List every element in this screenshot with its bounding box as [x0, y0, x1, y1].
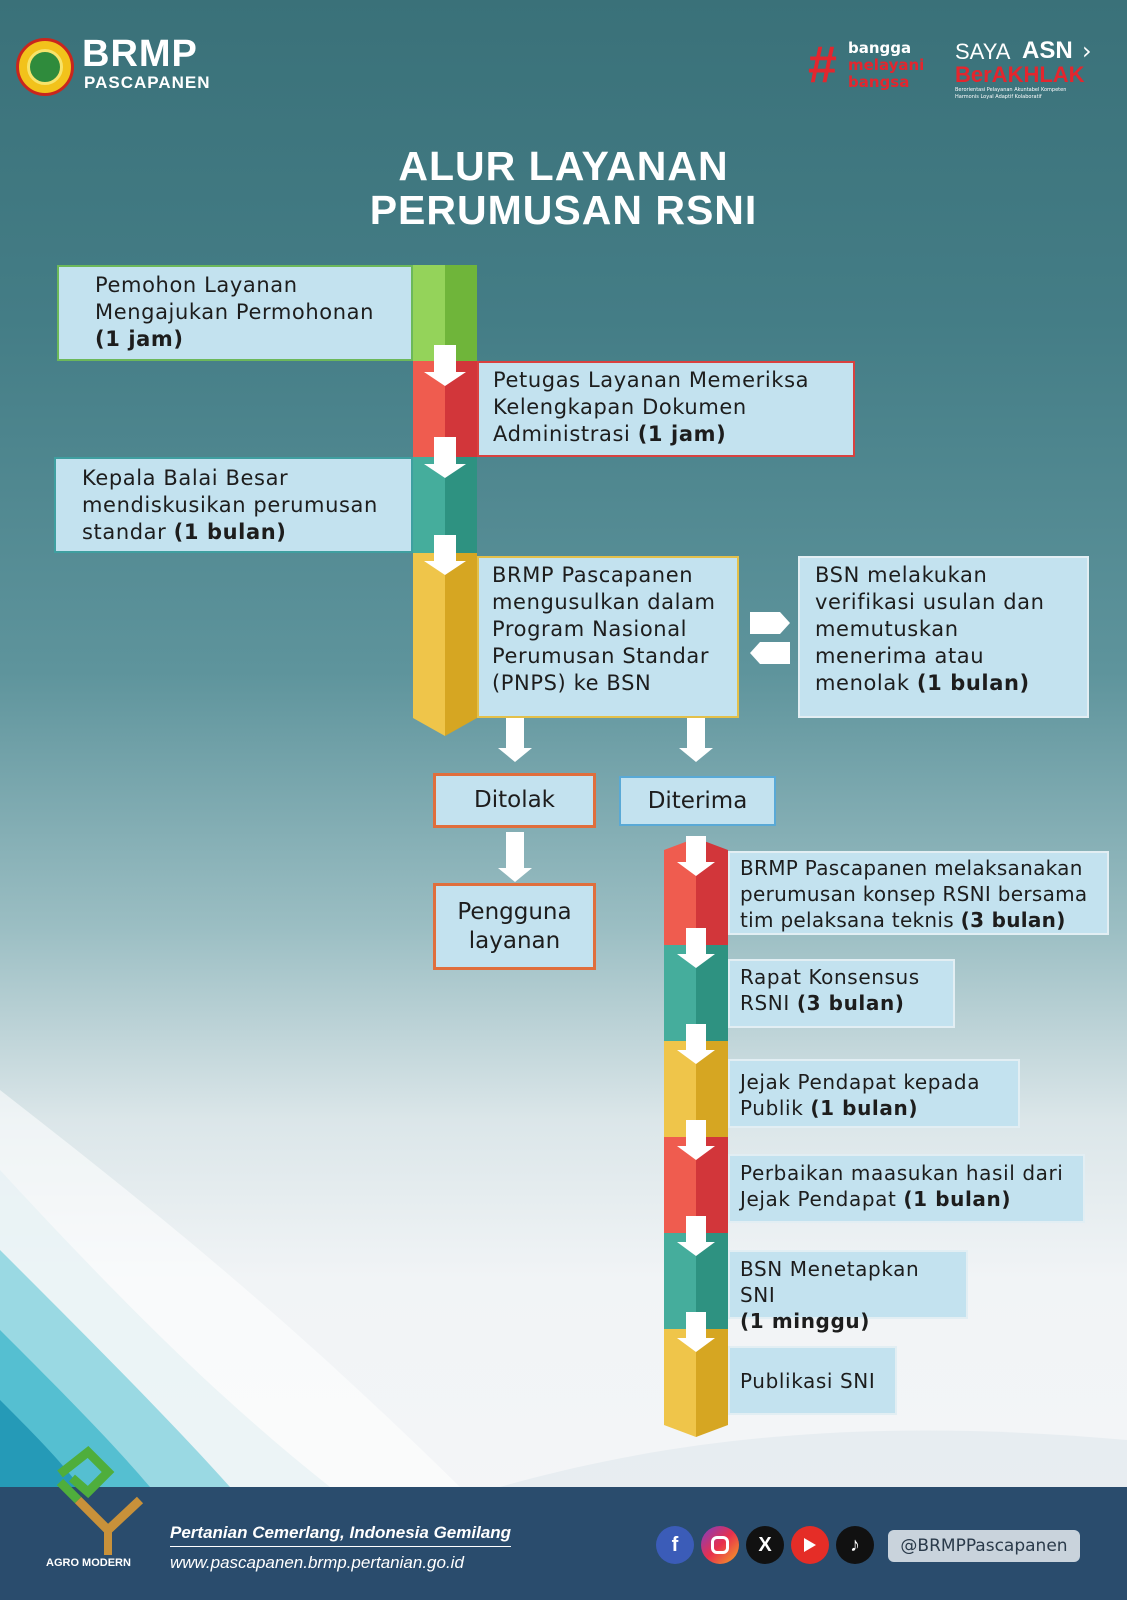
step-2-duration: (1 jam): [637, 422, 727, 446]
step-box-3: Kepala Balai Besar mendiskusikan perumus…: [54, 457, 413, 553]
rejected-box: Ditolak: [433, 773, 596, 828]
page-title-line-1: ALUR LAYANAN: [398, 143, 729, 189]
step2-5-duration: (1 minggu): [740, 1309, 870, 1333]
tiktok-icon[interactable]: ♪: [836, 1526, 874, 1564]
bsn-verification-duration: (1 bulan): [916, 671, 1030, 695]
step2-box-5: BSN Menetapkan SNI (1 minggu): [728, 1250, 968, 1333]
emblem-icon: [27, 49, 63, 85]
step2-box-3: Jejak Pendapat kepada Publik (1 bulan): [728, 1059, 1020, 1128]
step2-box-4: Perbaikan maasukan hasil dari Jejak Pend…: [728, 1154, 1085, 1223]
step-3-duration: (1 bulan): [173, 520, 287, 544]
column-segment-green: [413, 265, 477, 361]
step-1-duration: (1 jam): [95, 327, 184, 351]
bangga-line-2: melayani: [848, 56, 925, 74]
asn-prefix: SAYA: [955, 39, 1011, 64]
step2-box-1: BRMP Pascapanen melaksanakan perumusan k…: [728, 851, 1109, 935]
logo-name: BRMP: [82, 33, 198, 75]
berakhlak-small-2: Harmonis Loyal Adaptif Kolaboratif: [955, 94, 1042, 100]
step2-box-6: Publikasi SNI: [728, 1346, 897, 1415]
berakhlak-small-1: Berorientasi Pelayanan Akuntabel Kompete…: [955, 87, 1067, 93]
step2-2-duration: (3 bulan): [796, 991, 905, 1015]
bsn-verification-box: BSN melakukan verifikasi usulan dan memu…: [798, 556, 1089, 718]
step-box-1: Pemohon Layanan Mengajukan Permohonan (1…: [57, 265, 413, 361]
step2-1-duration: (3 bulan): [960, 908, 1066, 932]
logo-subtitle: PASCAPANEN: [84, 73, 211, 92]
social-handle: @BRMPPascapanen: [900, 1536, 1068, 1556]
step2-3-text: Jejak Pendapat kepada Publik: [740, 1070, 981, 1120]
service-user-label: Pengguna layanan: [457, 898, 572, 954]
footer-website: www.pascapanen.brmp.pertanian.go.id: [170, 1553, 464, 1572]
accepted-label: Diterima: [647, 787, 748, 814]
social-handle-pill[interactable]: @BRMPPascapanen: [888, 1530, 1080, 1562]
brmp-logo: [16, 38, 74, 96]
service-user-box: Pengguna layanan: [433, 883, 596, 970]
step2-5-text: BSN Menetapkan SNI: [740, 1257, 920, 1307]
asn-word: ASN: [1022, 37, 1073, 64]
berakhlak-word: BerAKHLAK: [955, 62, 1085, 87]
bsn-verification-text: BSN melakukan verifikasi usulan dan memu…: [815, 563, 1045, 695]
x-icon[interactable]: X: [746, 1526, 784, 1564]
instagram-icon[interactable]: [701, 1526, 739, 1564]
accepted-box: Diterima: [619, 776, 776, 826]
rejected-label: Ditolak: [474, 787, 555, 813]
page-title-line-2: PERUMUSAN RSNI: [369, 187, 758, 233]
bangga-line-1: bangga: [848, 39, 912, 57]
agro-modern-label: AGRO MODERN: [46, 1557, 131, 1569]
step-2-text: Petugas Layanan Memeriksa Kelengkapan Do…: [493, 368, 810, 446]
step-3-text: Kepala Balai Besar mendiskusikan perumus…: [82, 466, 378, 544]
step-4-text: BRMP Pascapanen mengusulkan dalam Progra…: [492, 563, 716, 695]
footer-slogan: Pertanian Cemerlang, Indonesia Gemilang: [170, 1523, 512, 1547]
bangga-line-3: bangsa: [848, 73, 910, 91]
step-box-4: BRMP Pascapanen mengusulkan dalam Progra…: [477, 556, 739, 718]
step-box-2: Petugas Layanan Memeriksa Kelengkapan Do…: [477, 361, 855, 457]
step2-1-text: BRMP Pascapanen melaksanakan perumusan k…: [740, 856, 1088, 932]
step2-box-2: Rapat Konsensus RSNI (3 bulan): [728, 959, 955, 1028]
chevron-right-icon: ›: [1082, 37, 1092, 65]
facebook-icon[interactable]: f: [656, 1526, 694, 1564]
step2-3-duration: (1 bulan): [810, 1096, 919, 1120]
youtube-icon[interactable]: [791, 1526, 829, 1564]
step-1-text: Pemohon Layanan Mengajukan Permohonan: [95, 273, 374, 324]
step2-6-text: Publikasi SNI: [740, 1369, 876, 1393]
step2-2-text: Rapat Konsensus RSNI: [740, 965, 920, 1015]
step2-4-duration: (1 bulan): [903, 1187, 1012, 1211]
hashtag-icon: #: [808, 36, 837, 94]
step2-4-text: Perbaikan maasukan hasil dari Jejak Pend…: [740, 1161, 1064, 1211]
